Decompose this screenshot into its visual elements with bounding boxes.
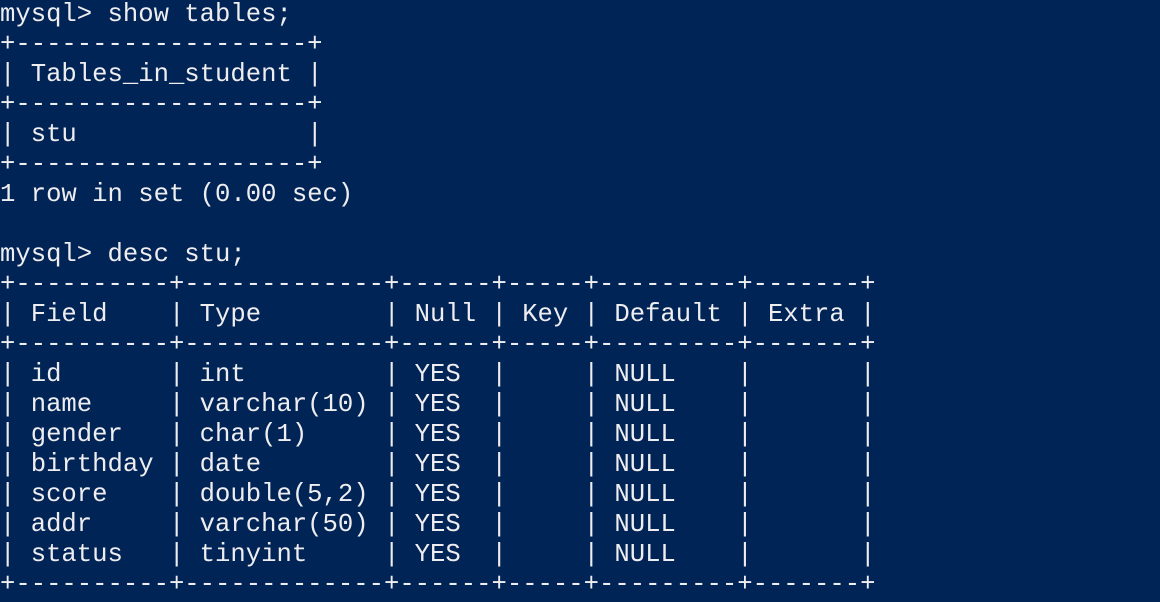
table-row: | score | double(5,2) | YES | | NULL | |: [0, 480, 876, 509]
table-border: +-------------------+: [0, 30, 323, 59]
status-line: 1 row in set (0.00 sec): [0, 180, 354, 209]
table-header-row: | Field | Type | Null | Key | Default | …: [0, 300, 876, 329]
table-border: +----------+-------------+------+-----+-…: [0, 270, 876, 299]
table-border: +-------------------+: [0, 150, 323, 179]
command-line: mysql> show tables;: [0, 0, 292, 29]
table-row: | addr | varchar(50) | YES | | NULL | |: [0, 510, 876, 539]
table-border: +----------+-------------+------+-----+-…: [0, 330, 876, 359]
table-row: | stu |: [0, 120, 323, 149]
table-border: +-------------------+: [0, 90, 323, 119]
table-row: | name | varchar(10) | YES | | NULL | |: [0, 390, 876, 419]
table-border: +----------+-------------+------+-----+-…: [0, 570, 876, 599]
table-row: | id | int | YES | | NULL | |: [0, 360, 876, 389]
status-line: 7 rows in set (0.00 sec): [0, 600, 1160, 602]
table-row: | birthday | date | YES | | NULL | |: [0, 450, 876, 479]
command-line: mysql> desc stu;: [0, 240, 246, 269]
table-header-row: | Tables_in_student |: [0, 60, 323, 89]
table-row: | status | tinyint | YES | | NULL | |: [0, 540, 876, 569]
blank-line: [0, 210, 1160, 240]
table-row: | gender | char(1) | YES | | NULL | |: [0, 420, 876, 449]
